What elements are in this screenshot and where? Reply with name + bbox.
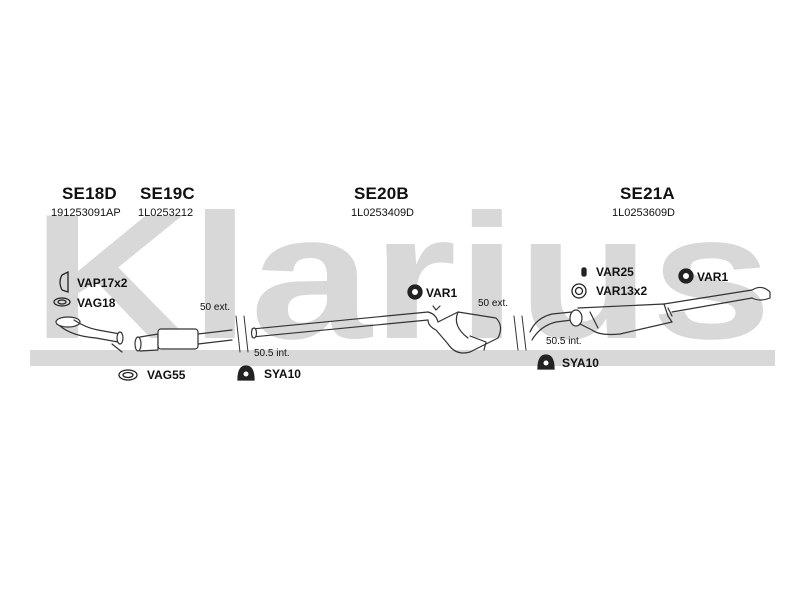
section-code-se21a: SE21A [620, 184, 675, 203]
watermark-underline [30, 350, 775, 366]
clamp-icon [59, 270, 69, 293]
accessory-label-vag18: VAG18 [77, 296, 116, 310]
centre-section-se19c [134, 315, 249, 353]
rear-silencer-se21a [529, 286, 771, 341]
measurement-int-rear: 50.5 int. [546, 336, 582, 347]
section-part-number-se18d: 191253091AP [51, 207, 121, 219]
accessory-label-var1-middle: VAR1 [426, 286, 458, 300]
hanger-pin-icon [581, 267, 587, 277]
accessory-label-var13x2: VAR13x2 [596, 284, 648, 298]
accessory-label-vag55: VAG55 [147, 368, 186, 382]
measurement-ext-front: 50 ext. [200, 302, 231, 313]
section-part-number-se19c: 1L0253212 [138, 207, 194, 219]
section-part-number-se20b: 1L0253409D [351, 207, 415, 219]
accessory-label-sya10-rear: SYA10 [562, 356, 599, 370]
hanger-mount-icon [237, 365, 255, 381]
gasket-ring-icon [118, 369, 138, 381]
rubber-ring-icon [678, 268, 694, 284]
accessory-label-var1-rear: VAR1 [697, 270, 729, 284]
rubber-ring-icon [571, 283, 587, 299]
section-part-number-se21a: 1L0253609D [612, 207, 676, 219]
section-code-se18d: SE18D [62, 184, 117, 203]
middle-silencer-se20b [250, 305, 527, 354]
accessory-label-var25: VAR25 [596, 265, 634, 279]
measurement-ext-rear: 50 ext. [478, 298, 509, 309]
accessory-label-sya10-front: SYA10 [264, 367, 301, 381]
measurement-int-front: 50.5 int. [254, 348, 290, 359]
front-pipe-se18d [55, 316, 124, 353]
accessory-label-vap17x2: VAP17x2 [77, 276, 128, 290]
watermark-text: Klarius [32, 177, 772, 376]
rubber-ring-icon [407, 284, 423, 300]
gasket-ring-icon [53, 297, 71, 307]
hanger-mount-icon [537, 354, 555, 370]
section-code-se20b: SE20B [354, 184, 409, 203]
section-code-se19c: SE19C [140, 184, 195, 203]
